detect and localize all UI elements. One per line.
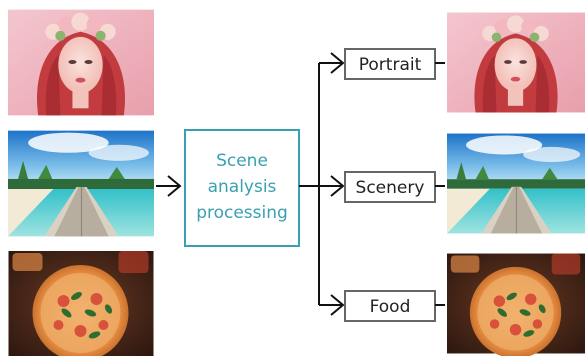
center-line-1: Scene (216, 151, 268, 171)
output-connectors (435, 62, 445, 306)
scene-analysis-box (184, 129, 300, 247)
category-label-portrait: Portrait (359, 55, 422, 75)
output-portrait-photo (447, 12, 585, 113)
center-line-2: analysis (208, 177, 277, 197)
category-food: Food (344, 290, 436, 322)
category-portrait: Portrait (344, 48, 436, 80)
branch-connectors (299, 52, 345, 316)
output-pizza-photo (447, 253, 585, 356)
category-label-food: Food (370, 297, 411, 317)
input-arrow (156, 175, 182, 197)
center-line-3: processing (196, 203, 288, 223)
input-pizza-photo (8, 251, 154, 356)
input-beach-pier-photo (8, 130, 154, 237)
output-beach-pier-photo (447, 132, 585, 235)
category-scenery: Scenery (344, 171, 436, 203)
input-portrait-photo (8, 9, 154, 116)
category-label-scenery: Scenery (356, 178, 425, 198)
